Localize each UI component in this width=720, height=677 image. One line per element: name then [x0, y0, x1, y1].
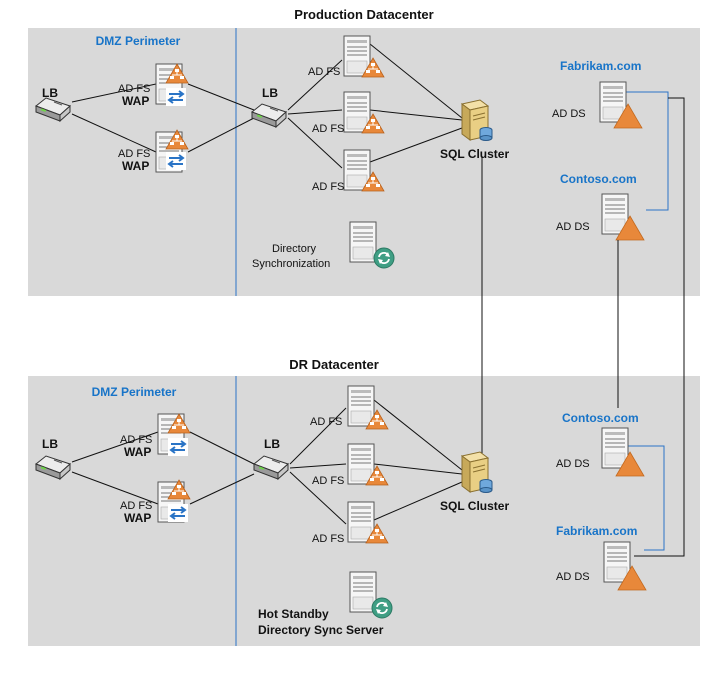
dr-domain-contoso: Contoso.com AD DS	[556, 411, 645, 477]
wap-arrows-icon	[167, 503, 189, 523]
svg-text:AD DS: AD DS	[556, 458, 590, 470]
svg-text:WAP: WAP	[124, 445, 151, 459]
wap-arrows-icon	[165, 87, 187, 107]
svg-text:Fabrikam.com: Fabrikam.com	[560, 59, 641, 73]
dr-domain-fabrikam: Fabrikam.com AD DS	[556, 524, 647, 591]
svg-text:Fabrikam.com: Fabrikam.com	[556, 524, 637, 538]
svg-text:AD FS: AD FS	[312, 181, 344, 193]
production-wap-server-2: AD FS WAP	[118, 129, 189, 173]
production-adfs-server-1: AD FS	[308, 35, 385, 78]
production-adfs-server-2: AD FS	[312, 91, 385, 135]
wap-arrows-icon	[165, 151, 187, 171]
svg-text:Hot Standby: Hot Standby	[258, 607, 329, 621]
dr-adfs-server-1: AD FS	[310, 385, 389, 430]
cross-site-links	[481, 97, 685, 557]
server-icon	[347, 385, 375, 427]
dr-inner-load-balancer: LB	[253, 437, 289, 480]
svg-text:Directory: Directory	[272, 243, 317, 255]
svg-text:AD FS: AD FS	[118, 83, 150, 95]
dr-hot-standby-dirsync: Hot Standby Directory Sync Server	[258, 571, 393, 637]
production-outer-load-balancer: LB	[35, 86, 71, 122]
production-domain-links	[626, 91, 669, 211]
svg-text:LB: LB	[264, 437, 280, 451]
dr-sql-cluster: SQL Cluster	[440, 451, 509, 513]
dr-outer-load-balancer: LB	[35, 437, 71, 480]
dr-adfs-server-2: AD FS	[312, 443, 389, 487]
svg-text:AD FS: AD FS	[312, 475, 344, 487]
dr-adfs-server-3: AD FS	[312, 501, 389, 545]
svg-text:SQL Cluster: SQL Cluster	[440, 499, 509, 513]
dr-domain-links	[628, 445, 665, 551]
svg-text:AD FS: AD FS	[312, 123, 344, 135]
svg-text:AD FS: AD FS	[120, 500, 152, 512]
dr-dmz-label: DMZ Perimeter	[92, 385, 177, 399]
production-domain-contoso: Contoso.com AD DS	[556, 172, 645, 241]
production-wap-server-1: AD FS WAP	[118, 63, 189, 108]
production-domain-fabrikam: Fabrikam.com AD DS	[552, 59, 643, 129]
sync-icon	[371, 597, 393, 619]
svg-text:Directory Sync Server: Directory Sync Server	[258, 623, 384, 637]
svg-text:AD FS: AD FS	[120, 434, 152, 446]
svg-text:WAP: WAP	[122, 159, 149, 173]
svg-text:AD FS: AD FS	[308, 66, 340, 78]
svg-text:LB: LB	[42, 437, 58, 451]
production-connections	[71, 43, 463, 169]
svg-text:Contoso.com: Contoso.com	[562, 411, 639, 425]
svg-text:AD DS: AD DS	[556, 571, 590, 583]
dr-connections	[71, 399, 463, 525]
production-title: Production Datacenter	[294, 7, 433, 22]
svg-text:AD FS: AD FS	[312, 533, 344, 545]
production-directory-sync: Directory Synchronization	[252, 221, 395, 270]
dr-title: DR Datacenter	[289, 357, 379, 372]
production-dmz-label: DMZ Perimeter	[96, 34, 181, 48]
dr-wap-server-2: AD FS WAP	[120, 479, 191, 525]
svg-text:AD FS: AD FS	[118, 148, 150, 160]
svg-text:Contoso.com: Contoso.com	[560, 172, 637, 186]
production-inner-load-balancer: LB	[251, 86, 287, 128]
sync-icon	[373, 247, 395, 269]
production-outer-lb-label: LB	[42, 86, 58, 100]
sql-server-icon	[461, 99, 493, 141]
wap-arrows-icon	[167, 437, 189, 457]
svg-text:WAP: WAP	[122, 94, 149, 108]
svg-text:WAP: WAP	[124, 511, 151, 525]
production-sql-cluster: SQL Cluster	[440, 99, 509, 161]
server-icon	[349, 221, 377, 263]
production-adfs-server-3: AD FS	[312, 149, 385, 193]
svg-text:SQL Cluster: SQL Cluster	[440, 147, 509, 161]
svg-text:AD FS: AD FS	[310, 416, 342, 428]
svg-text:Synchronization: Synchronization	[252, 258, 330, 270]
sql-server-icon	[461, 451, 493, 493]
svg-text:AD DS: AD DS	[552, 108, 586, 120]
svg-text:AD DS: AD DS	[556, 221, 590, 233]
dr-wap-server-1: AD FS WAP	[120, 413, 191, 459]
svg-text:LB: LB	[262, 86, 278, 100]
